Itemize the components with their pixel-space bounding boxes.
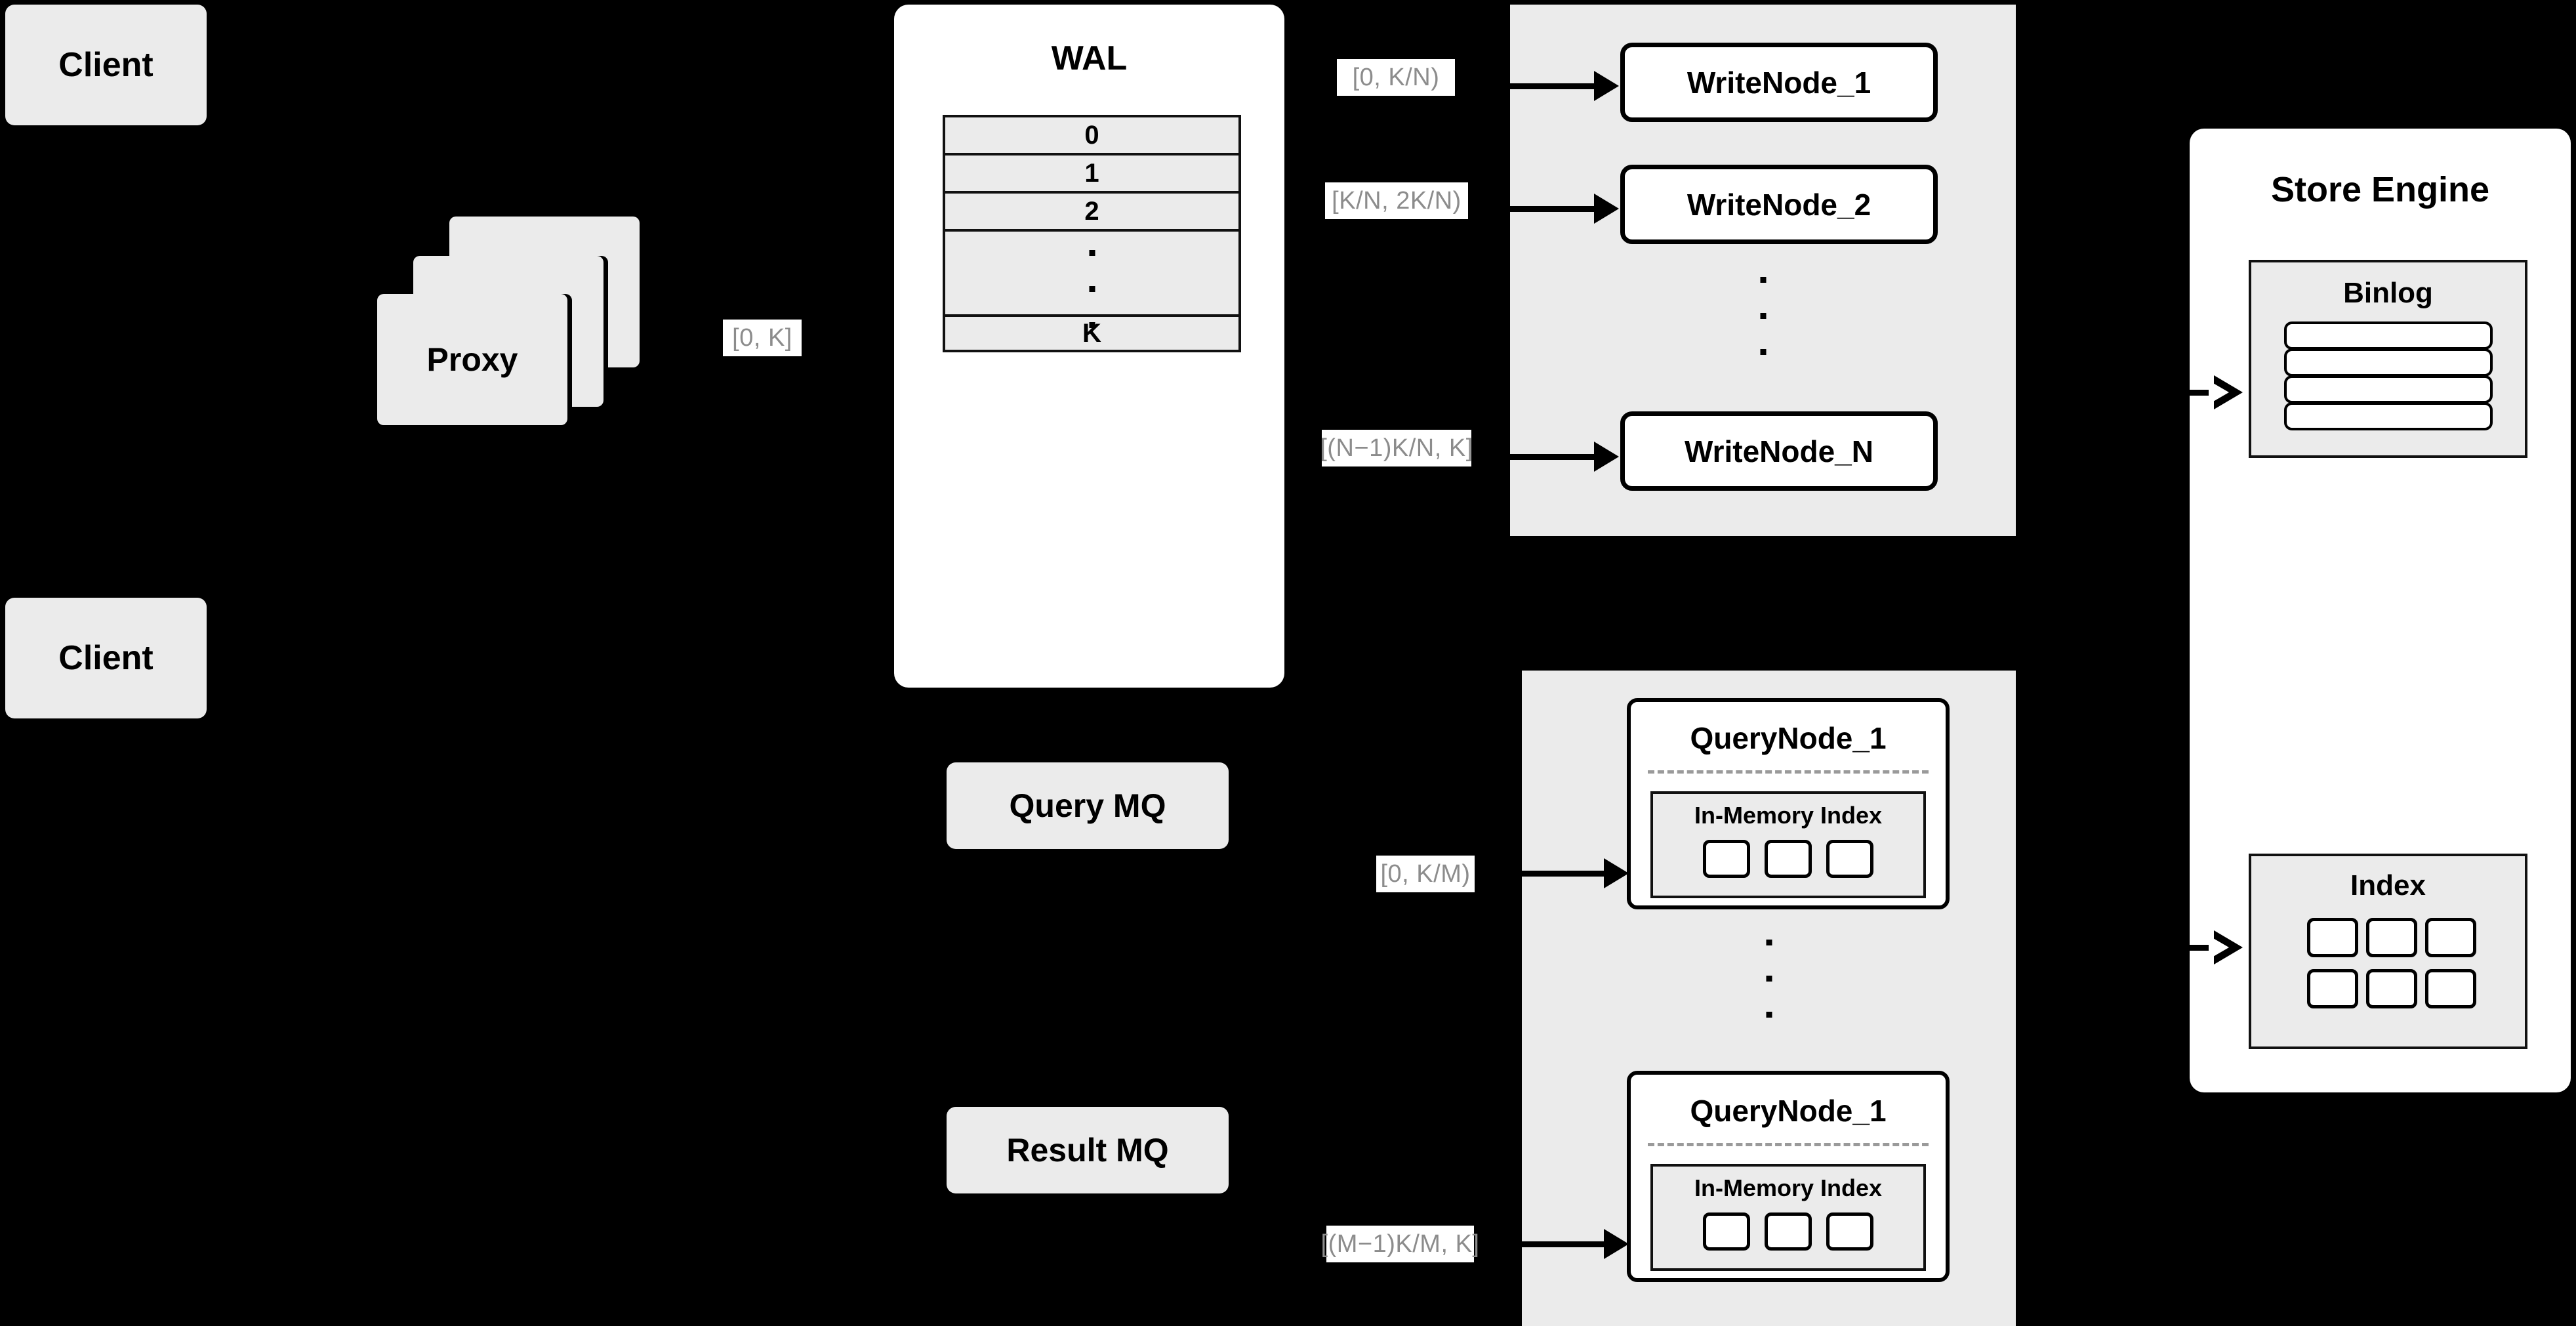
write-node-2-range-label: [K/N, 2K/N)	[1325, 182, 1468, 219]
query-node-1-index-label: In-Memory Index	[1694, 802, 1883, 829]
client-box-2[interactable]: Client	[5, 598, 207, 718]
write-node-2[interactable]: WriteNode_2	[1620, 165, 1938, 244]
arrow-to-store-index	[2178, 930, 2260, 964]
index-cell[interactable]	[1765, 1212, 1812, 1251]
proxy-stack[interactable]: Proxy	[377, 217, 672, 426]
write-node-1[interactable]: WriteNode_1	[1620, 43, 1938, 122]
binlog-row[interactable]	[2283, 348, 2493, 377]
write-node-n-range-label: [(N−1)K/N, K]	[1320, 430, 1473, 466]
client-label-2: Client	[58, 639, 153, 677]
store-index-cell[interactable]	[2365, 969, 2417, 1008]
wal-entry-0[interactable]: 0	[943, 115, 1241, 153]
proxy-label: Proxy	[426, 341, 518, 378]
arrow-to-write-node-1	[1460, 71, 1624, 101]
query-node-cluster: QueryNode_1 In-Memory Index QueryNode_1	[1522, 671, 2016, 1326]
index-cell[interactable]	[1765, 840, 1812, 878]
index-cell[interactable]	[1703, 840, 1750, 878]
arrow-to-query-node-2	[1479, 1229, 1633, 1259]
query-mq-label: Query MQ	[1009, 787, 1166, 824]
index-cell[interactable]	[1703, 1212, 1750, 1251]
arrow-to-binlog	[2178, 375, 2260, 409]
store-index-cell[interactable]	[2424, 918, 2476, 957]
write-node-n[interactable]: WriteNode_N	[1620, 411, 1938, 491]
wal-entry-k[interactable]: K	[943, 314, 1241, 352]
binlog-row[interactable]	[2283, 402, 2493, 430]
proxy-range-label: [0, K]	[723, 320, 802, 356]
store-index-cell[interactable]	[2306, 969, 2358, 1008]
result-mq-label: Result MQ	[1006, 1132, 1169, 1169]
wal-entry-1[interactable]: 1	[943, 153, 1241, 191]
proxy-card-front[interactable]: Proxy	[377, 294, 567, 425]
client-label-1: Client	[58, 46, 153, 84]
store-index-box: Index	[2249, 854, 2527, 1049]
write-cluster-ellipsis-icon	[1760, 277, 1766, 355]
query-node-1-range-label: [0, K/M)	[1376, 856, 1475, 892]
wal-entry-ellipsis	[943, 229, 1241, 328]
store-index-cell[interactable]	[2365, 918, 2417, 957]
wal-title: WAL	[1051, 39, 1128, 77]
query-cluster-ellipsis-icon	[1766, 940, 1772, 1018]
query-node-2-range-label: [(M−1)K/M, K]	[1321, 1226, 1479, 1262]
wal-panel: WAL 0 1 2 K	[894, 5, 1284, 688]
query-node-2-title: QueryNode_1	[1690, 1094, 1887, 1128]
index-cell[interactable]	[1826, 840, 1873, 878]
query-node-1[interactable]: QueryNode_1 In-Memory Index	[1627, 698, 1950, 909]
wal-entry-2[interactable]: 2	[943, 191, 1241, 229]
query-node-1-inmemory-index: In-Memory Index	[1650, 791, 1926, 898]
query-node-2-separator	[1648, 1143, 1929, 1146]
binlog-label: Binlog	[2343, 277, 2433, 309]
query-node-1-separator	[1648, 770, 1929, 774]
vertical-ellipsis-icon	[1089, 250, 1095, 328]
store-index-label: Index	[2350, 869, 2426, 901]
query-node-2[interactable]: QueryNode_1 In-Memory Index	[1627, 1071, 1950, 1282]
arrow-to-write-node-n	[1476, 442, 1624, 472]
arrow-to-write-node-2	[1473, 194, 1624, 224]
result-mq-box[interactable]: Result MQ	[947, 1107, 1229, 1193]
store-index-cell[interactable]	[2306, 918, 2358, 957]
store-engine-title: Store Engine	[2270, 170, 2490, 209]
query-node-2-index-label: In-Memory Index	[1694, 1174, 1883, 1201]
binlog-row[interactable]	[2283, 375, 2493, 404]
query-mq-box[interactable]: Query MQ	[947, 762, 1229, 849]
binlog-row[interactable]	[2283, 321, 2493, 350]
store-engine-panel: Store Engine Binlog Index	[2190, 129, 2571, 1092]
store-index-cell[interactable]	[2424, 969, 2476, 1008]
client-box-1[interactable]: Client	[5, 5, 207, 125]
binlog-box: Binlog	[2249, 260, 2527, 458]
index-cell[interactable]	[1826, 1212, 1873, 1251]
wal-entry-table: 0 1 2 K	[943, 115, 1241, 353]
query-node-2-inmemory-index: In-Memory Index	[1650, 1164, 1926, 1271]
arrow-to-query-node-1	[1479, 858, 1633, 888]
query-node-1-title: QueryNode_1	[1690, 721, 1887, 755]
write-node-1-range-label: [0, K/N)	[1337, 59, 1455, 96]
